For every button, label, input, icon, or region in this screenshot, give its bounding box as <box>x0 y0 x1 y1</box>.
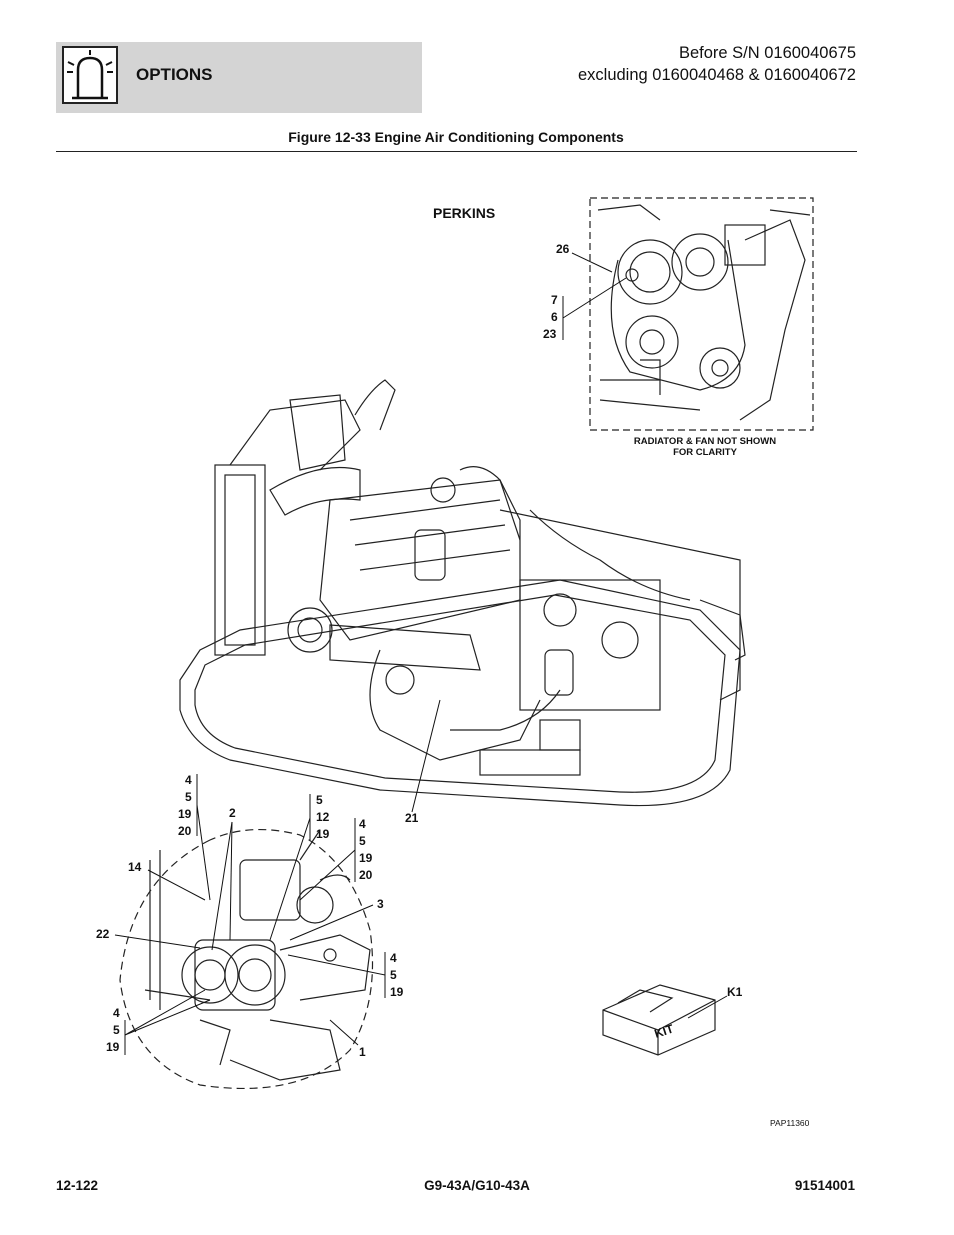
callout-labels: 26 7 6 23 21 4 5 19 20 2 14 22 4 5 19 5 … <box>96 242 743 1059</box>
inset-pulley-drawing <box>597 204 811 421</box>
callout-mid-a-1: 5 <box>316 793 323 807</box>
callout-21: 21 <box>405 811 419 825</box>
drawing-code: PAP11360 <box>770 1118 810 1128</box>
document-number: 91514001 <box>794 1178 855 1193</box>
callout-mid-b-4: 20 <box>359 868 373 882</box>
callout-2: 2 <box>229 806 236 820</box>
inset-note-line-1: RADIATOR & FAN NOT SHOWN <box>633 436 777 447</box>
serial-applicability: Before S/N 0160040675 excluding 01600404… <box>578 42 856 86</box>
callout-22: 22 <box>96 927 110 941</box>
callout-mid-b-3: 19 <box>359 851 373 865</box>
callout-3: 3 <box>377 897 384 911</box>
callout-left-a-3: 19 <box>178 807 192 821</box>
callout-left-b-2: 5 <box>113 1023 120 1037</box>
model-number: G9-43A/G10-43A <box>424 1178 530 1193</box>
page-number: 12-122 <box>56 1178 99 1193</box>
inset-note-line-2: FOR CLARITY <box>673 447 737 458</box>
inset-frame <box>589 197 814 431</box>
callout-mid-b-1: 4 <box>359 817 366 831</box>
callout-mid-a-3: 19 <box>316 827 330 841</box>
detail-frame <box>119 828 374 1090</box>
callout-mid-c-1: 4 <box>390 951 397 965</box>
callout-mid-c-3: 19 <box>390 985 404 999</box>
callout-mid-c-2: 5 <box>390 968 397 982</box>
callout-k1: K1 <box>727 985 743 999</box>
kit-label: KIT <box>653 1021 676 1040</box>
callout-left-b-1: 4 <box>113 1006 120 1020</box>
main-engine-drawing <box>179 379 746 807</box>
callout-mid-a-2: 12 <box>316 810 330 824</box>
callout-left-b-3: 19 <box>106 1040 120 1054</box>
engine-label: PERKINS <box>433 205 496 221</box>
kit-box-drawing <box>602 984 716 1056</box>
serial-line-2: excluding 0160040468 & 0160040672 <box>577 66 856 84</box>
figure-title: Figure 12-33 Engine Air Conditioning Com… <box>288 129 624 145</box>
callout-26: 26 <box>556 242 570 256</box>
leader-lines <box>114 252 728 1055</box>
callout-7: 7 <box>551 293 558 307</box>
callout-23: 23 <box>543 327 557 341</box>
callout-mid-b-2: 5 <box>359 834 366 848</box>
callout-14: 14 <box>128 860 142 874</box>
callout-1: 1 <box>359 1045 366 1059</box>
beacon-light-icon <box>62 46 118 104</box>
title-rule <box>56 151 857 152</box>
section-label: OPTIONS <box>136 65 213 84</box>
callout-6: 6 <box>551 310 558 324</box>
serial-line-1: Before S/N 0160040675 <box>678 44 856 62</box>
callout-left-a-4: 20 <box>178 824 192 838</box>
inset-note: RADIATOR & FAN NOT SHOWN FOR CLARITY <box>615 436 795 458</box>
callout-left-a-2: 5 <box>185 790 192 804</box>
callout-left-a-1: 4 <box>185 773 192 787</box>
